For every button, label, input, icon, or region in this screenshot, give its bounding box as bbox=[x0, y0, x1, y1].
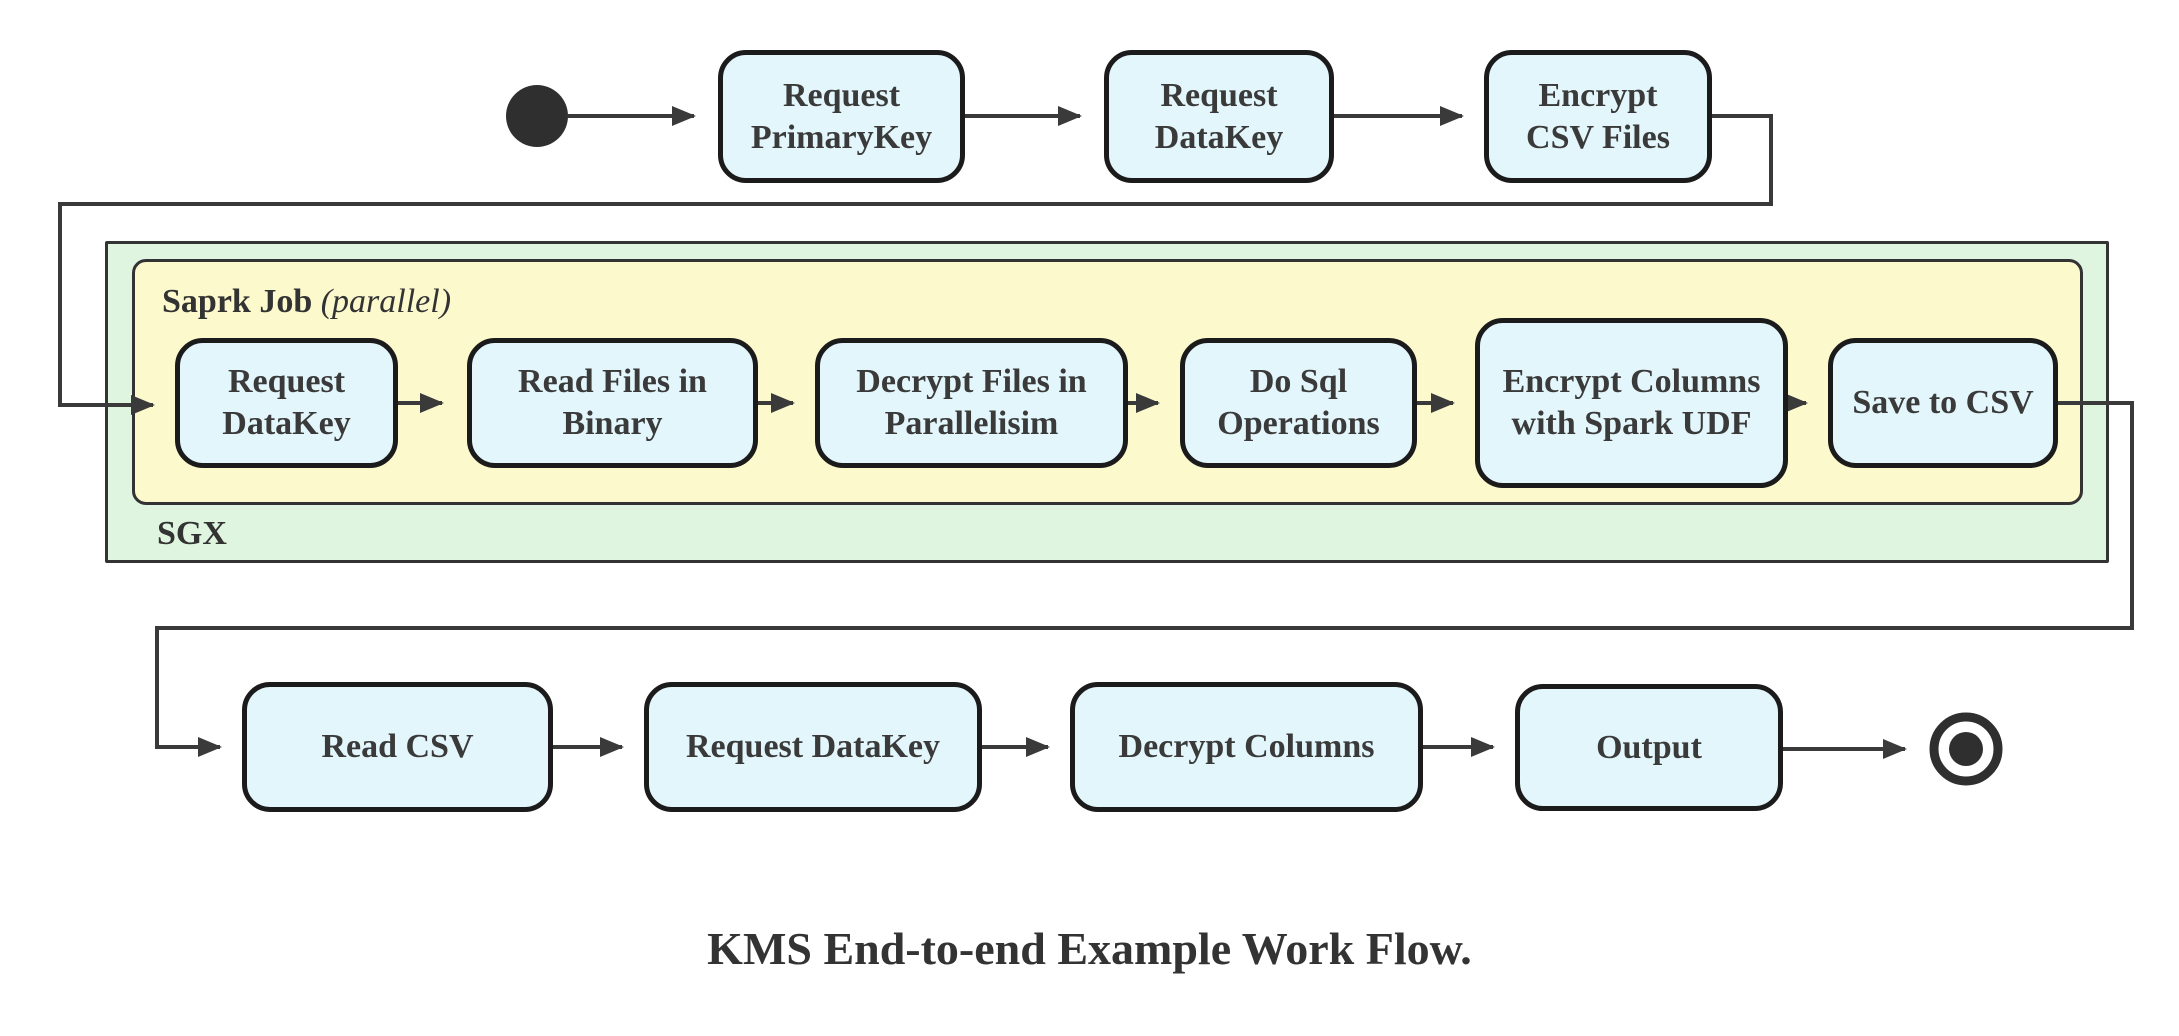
state-decrypt-columns: Decrypt Columns bbox=[1070, 682, 1423, 812]
state-request-datakey-bottom: Request DataKey bbox=[644, 682, 982, 812]
state-save-to-csv: Save to CSV bbox=[1828, 338, 2058, 468]
state-do-sql-operations: Do Sql Operations bbox=[1180, 338, 1417, 468]
state-output: Output bbox=[1515, 684, 1783, 811]
state-read-files-in-binary: Read Files in Binary bbox=[467, 338, 758, 468]
spark-job-label: Saprk Job (parallel) bbox=[162, 283, 451, 321]
state-request-datakey-spark: Request DataKey bbox=[175, 338, 398, 468]
sgx-label: SGX bbox=[157, 515, 227, 552]
start-state-icon bbox=[506, 85, 568, 147]
state-encrypt-csv-files: Encrypt CSV Files bbox=[1484, 50, 1712, 183]
edge-encrypt-csv-to-sgx-request-datakey bbox=[58, 114, 1773, 415]
diagram-caption: KMS End-to-end Example Work Flow. bbox=[707, 923, 1472, 974]
end-state-inner-dot-icon bbox=[1949, 732, 1983, 766]
state-request-primarykey: Request PrimaryKey bbox=[718, 50, 965, 183]
state-request-datakey-top: Request DataKey bbox=[1104, 50, 1334, 183]
state-encrypt-columns-with-spark-udf: Encrypt Columns with Spark UDF bbox=[1475, 318, 1788, 488]
spark-job-qualifier: (parallel) bbox=[320, 283, 452, 320]
state-decrypt-files-in-parallelisim: Decrypt Files in Parallelisim bbox=[815, 338, 1128, 468]
spark-job-label-text: Saprk Job bbox=[162, 283, 313, 320]
edge-save-csv-to-read-csv bbox=[155, 401, 2134, 757]
state-read-csv: Read CSV bbox=[242, 682, 553, 812]
